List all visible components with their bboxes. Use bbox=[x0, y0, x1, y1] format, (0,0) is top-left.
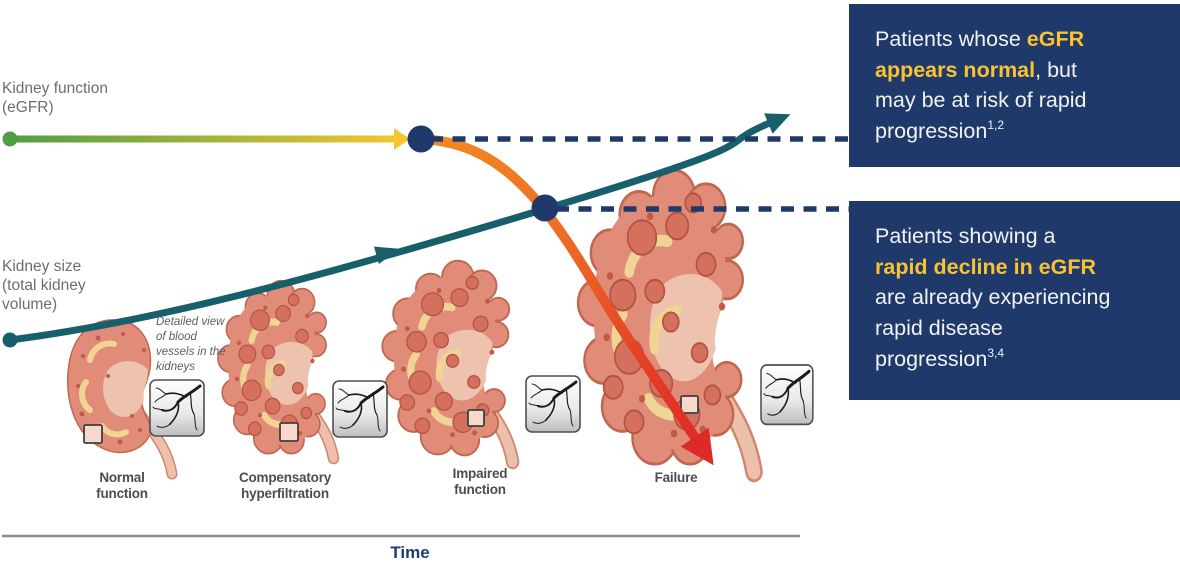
callout-1-references: 1,2 bbox=[987, 118, 1005, 133]
time-axis-label: Time bbox=[390, 543, 430, 562]
kidney-illustration-impaired bbox=[379, 258, 520, 462]
rapid-decline-marker-dot bbox=[531, 194, 559, 222]
callout-2-text: Patients showing a rapid decline in eGFR… bbox=[875, 224, 1111, 371]
egfr-normal-marker-dot bbox=[407, 125, 435, 153]
vessel-detail-box-4 bbox=[759, 363, 815, 426]
egfr-curve-start-dot bbox=[2, 131, 18, 147]
kidney-illustration-failure bbox=[578, 170, 754, 471]
stage-label-normal-function: Normal function bbox=[96, 470, 148, 502]
vessel-detail-box-2 bbox=[331, 379, 389, 439]
callout-egfr-appears-normal: Patients whose eGFR appears normal, but … bbox=[849, 4, 1180, 167]
egfr-yellow-arrowhead-icon bbox=[394, 128, 410, 150]
kidney-size-curve bbox=[6, 113, 791, 344]
stage-label-compensatory-hyperfiltration: Compensatory hyperfiltration bbox=[238, 470, 332, 502]
vessel-detail-box-3 bbox=[524, 374, 582, 434]
callout-2-references: 3,4 bbox=[987, 345, 1005, 360]
kidney-function-axis-label: Kidney function (eGFR) bbox=[2, 80, 108, 116]
magnifier-square-icons bbox=[83, 395, 699, 444]
kidney-size-curve-start-dot bbox=[2, 332, 18, 348]
detailed-view-caption: Detailed view of blood vessels in the ki… bbox=[156, 316, 226, 373]
callout-rapid-decline: Patients showing a rapid decline in eGFR… bbox=[849, 201, 1180, 400]
callout-1-text: Patients whose eGFR appears normal, but … bbox=[875, 27, 1087, 144]
vessel-detail-box-1 bbox=[148, 378, 206, 438]
kidney-size-mid-arrowhead-icon bbox=[373, 246, 400, 264]
kidney-size-axis-label: Kidney size (total kidney volume) bbox=[2, 258, 86, 313]
stage-label-failure: Failure bbox=[654, 470, 698, 485]
stage-label-impaired-function: Impaired function bbox=[452, 466, 508, 498]
